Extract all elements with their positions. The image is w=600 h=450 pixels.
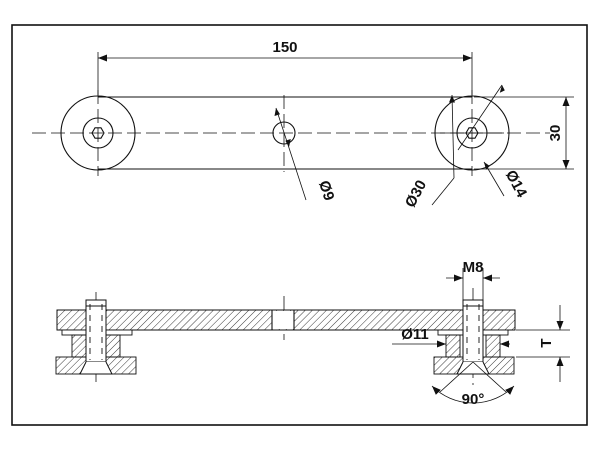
thickness-label: T [538, 338, 555, 347]
length-dimension-label: 150 [272, 39, 297, 56]
top-view: 150 30 Ø9 Ø30 Ø14 [32, 39, 574, 210]
inner-diameter-label: Ø14 [502, 167, 531, 201]
drawing-border [11, 24, 588, 426]
left-boss-section [55, 299, 137, 375]
small-hole-diameter-label: Ø9 [315, 178, 337, 202]
right-boss-section [433, 299, 515, 375]
thread-size-label: M8 [463, 259, 484, 276]
boss-diameter-label: Ø30 [402, 177, 430, 210]
small-hole-leader [275, 107, 307, 201]
section-view: M8 Ø11 T 90° [55, 259, 570, 408]
bore-diameter-label: Ø11 [401, 326, 429, 343]
boss-diameter-leader [451, 94, 455, 179]
countersink-angle-label: 90° [462, 391, 485, 408]
countersink-angle-arc [431, 385, 515, 404]
inner-diameter-leader [457, 84, 503, 151]
height-dimension-label: 30 [547, 125, 564, 142]
left-hex-socket-icon [91, 127, 105, 139]
